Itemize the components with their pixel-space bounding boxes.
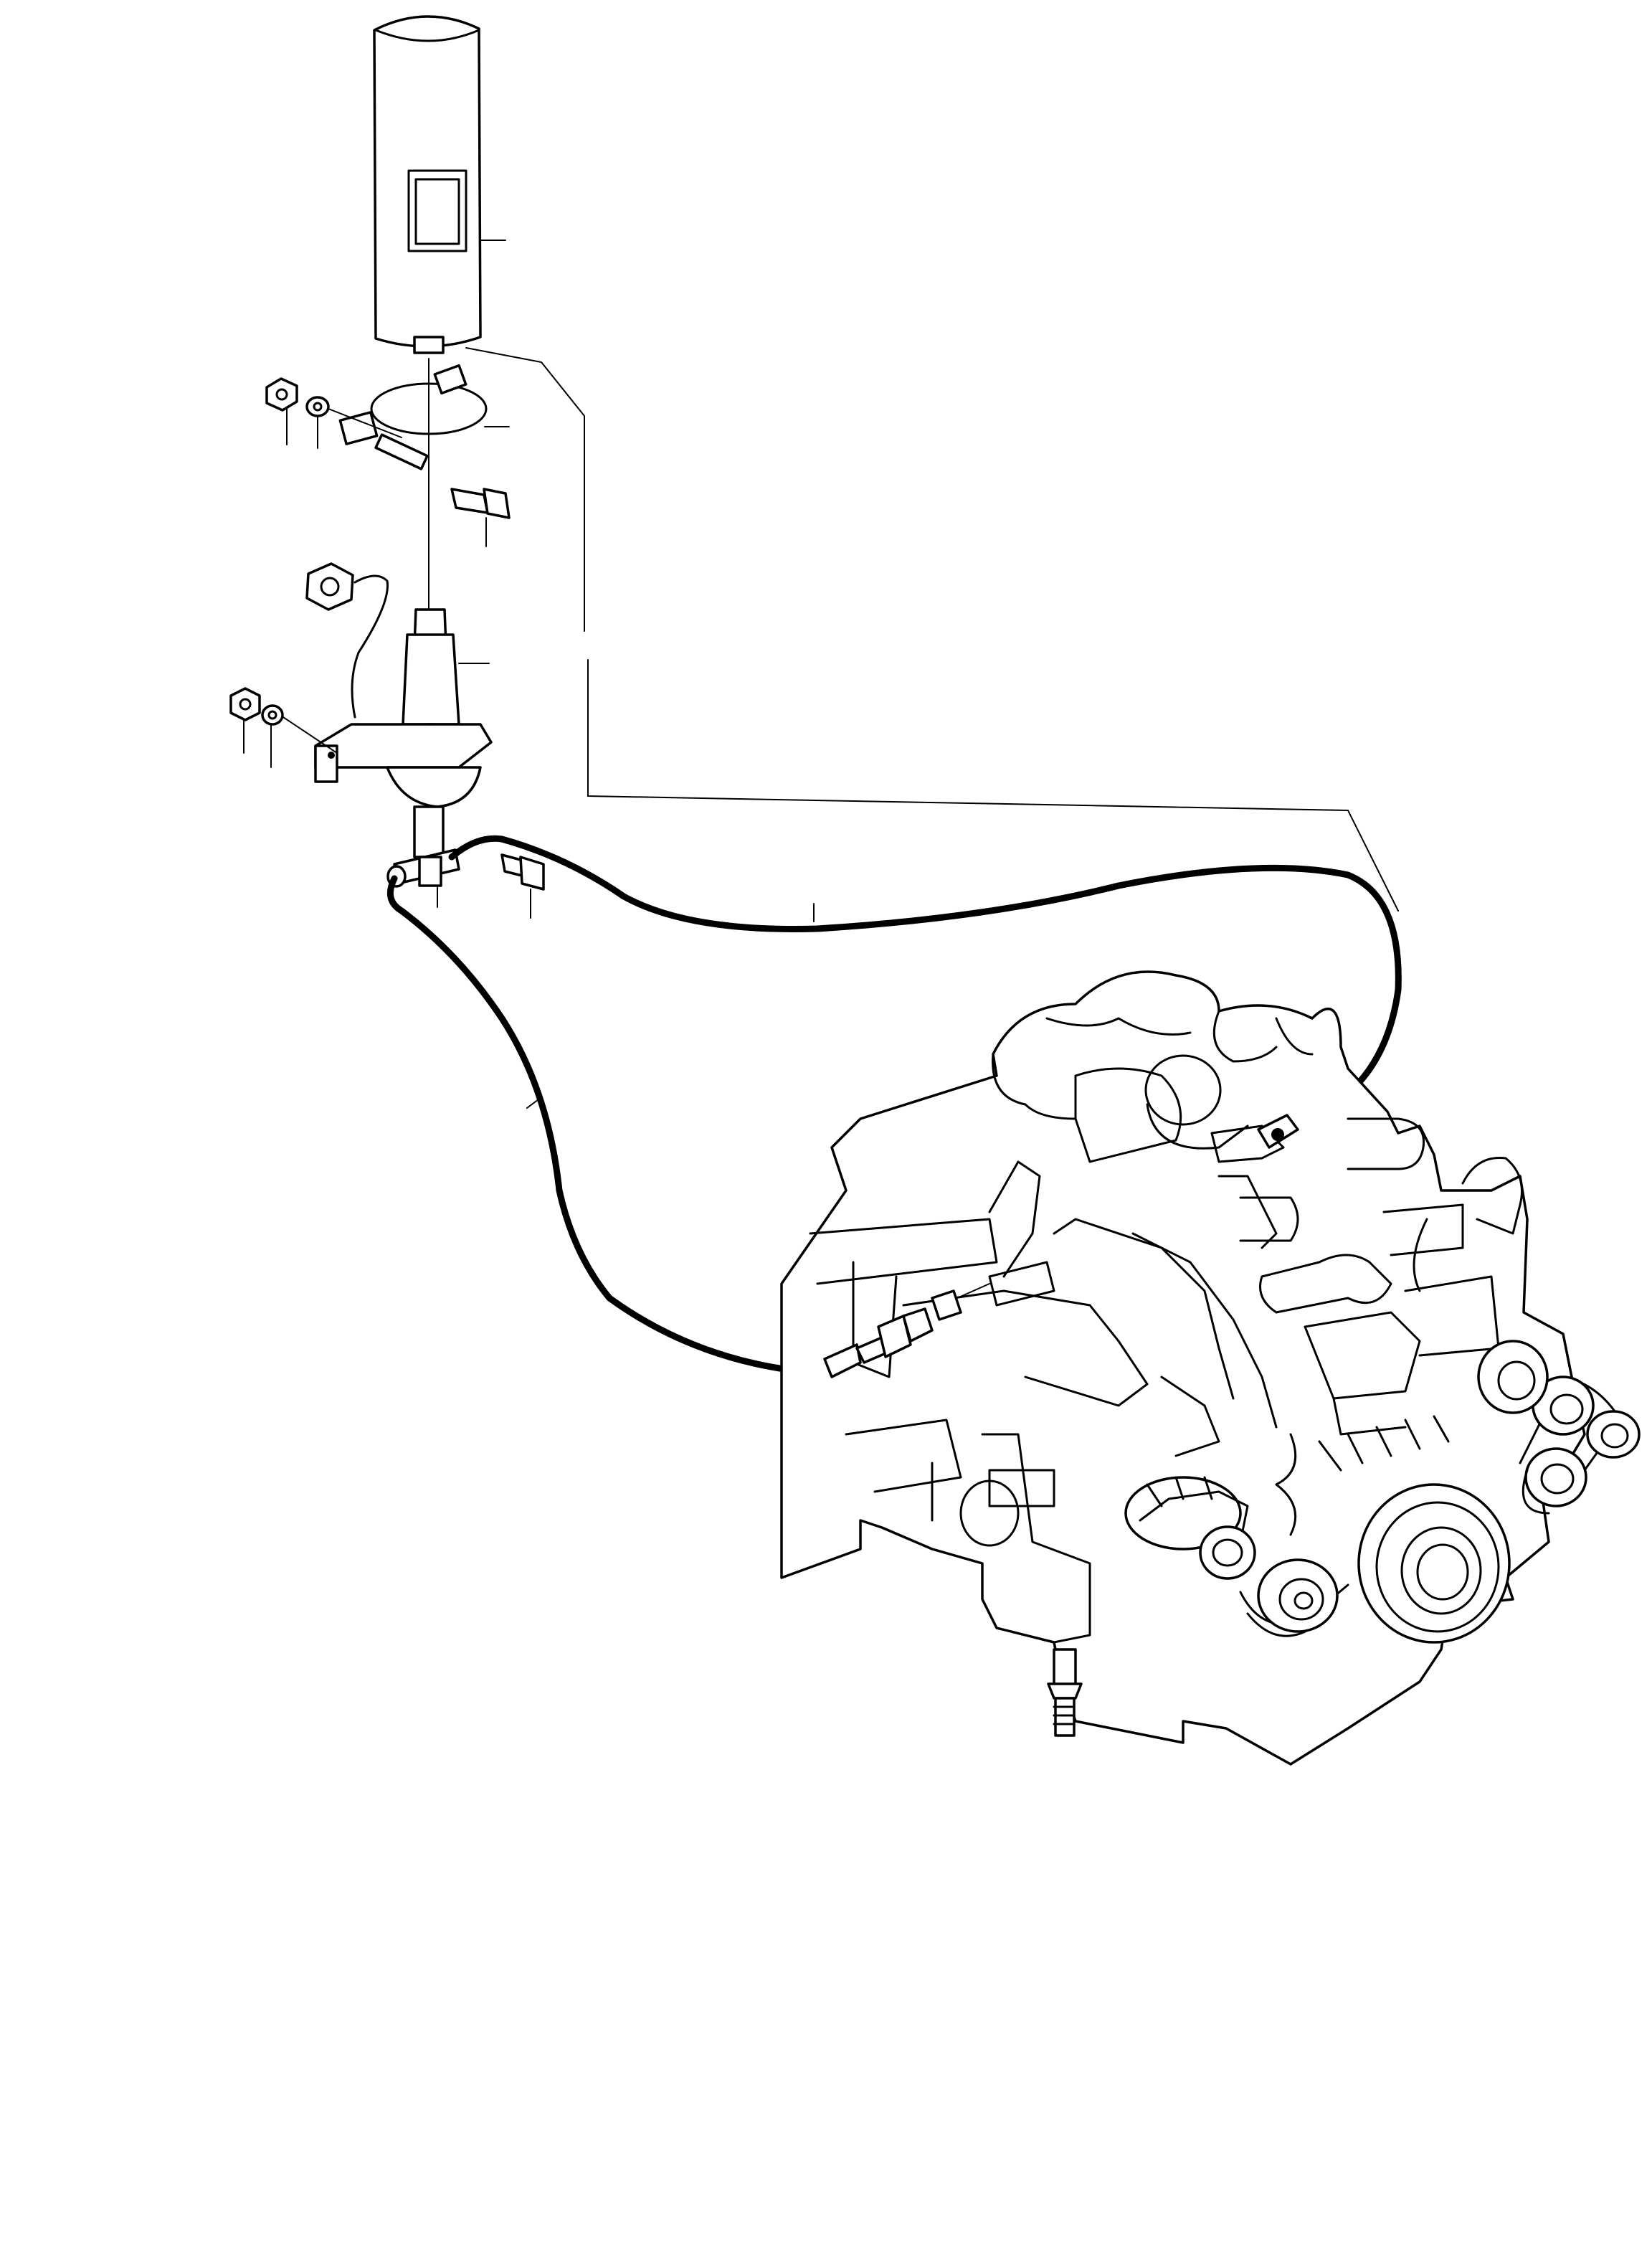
clamp-bolt: [450, 488, 511, 547]
bracket-bolt: [500, 853, 545, 919]
tee-fitting: [386, 805, 460, 908]
bracket-washer: [261, 704, 284, 768]
wire-nut: [305, 562, 389, 719]
mounting-bracket: [272, 709, 493, 808]
clamp-nut: [265, 377, 298, 445]
filter-clamp-band: [338, 364, 510, 470]
clamp-washer: [305, 396, 402, 449]
engine-drain-cock: [1047, 1648, 1083, 1737]
fuel-hose-upper: [448, 835, 1402, 1122]
engine-inlet-fitting: [823, 1283, 990, 1378]
fuel-filter-cartridge: [373, 15, 506, 354]
fuel-hose-lower: [386, 875, 835, 1373]
diesel-engine: [780, 970, 1641, 1766]
assembly-leader-lines: [428, 347, 1399, 912]
bracket-nut: [229, 687, 261, 754]
